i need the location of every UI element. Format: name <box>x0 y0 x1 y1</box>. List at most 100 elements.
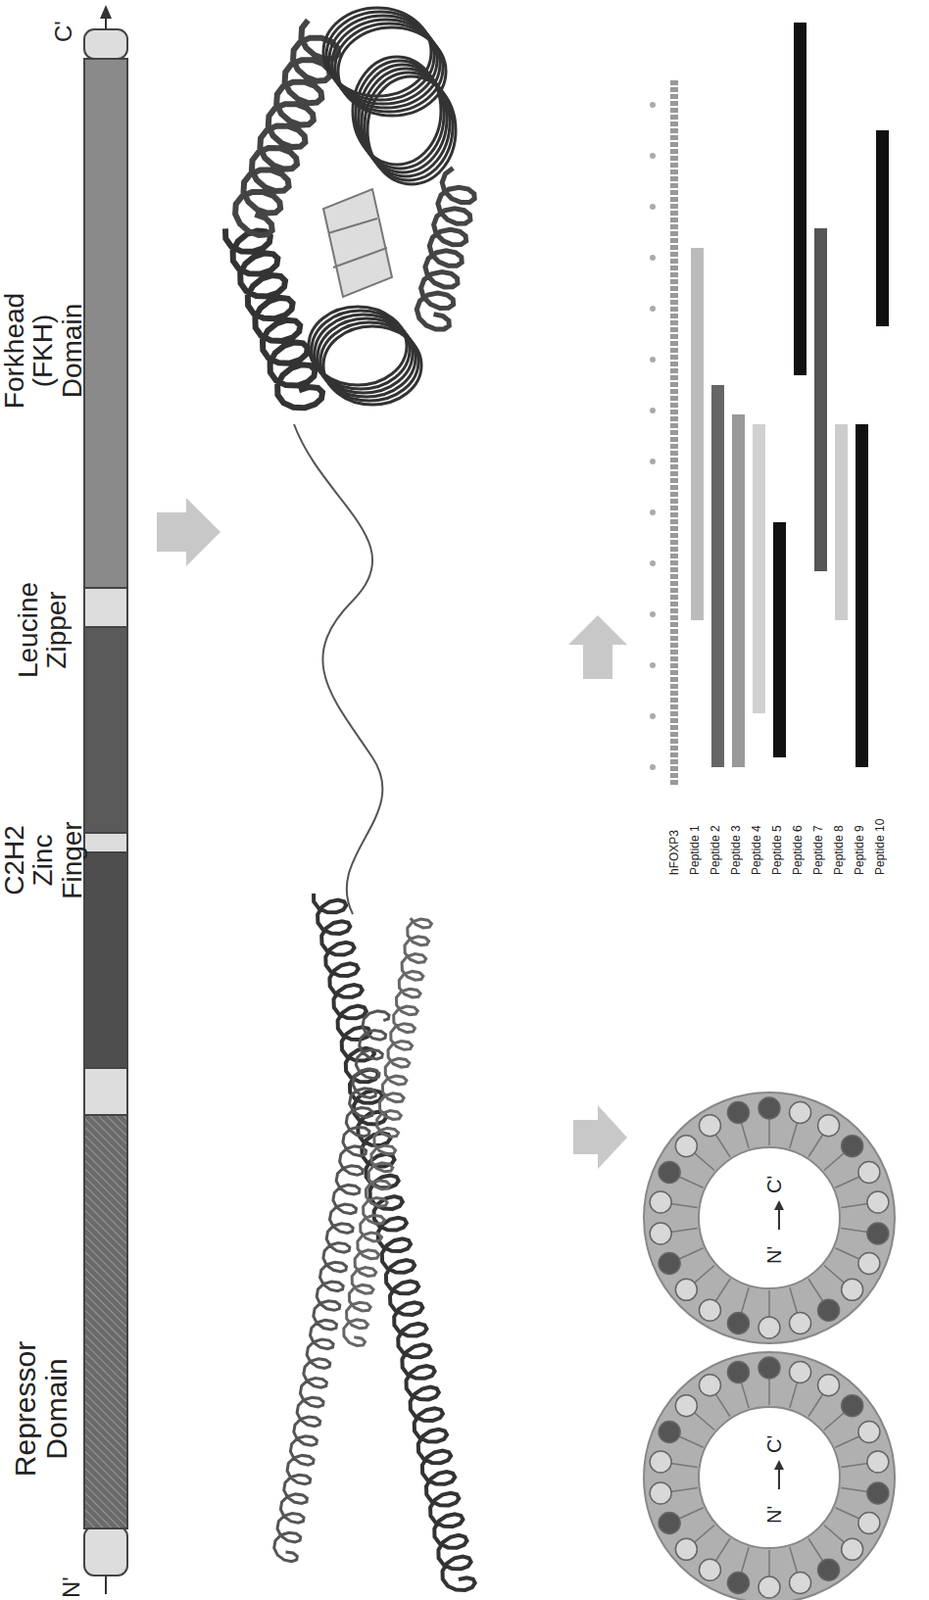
position-dot <box>649 662 656 669</box>
sequence-residue <box>670 533 679 538</box>
ligand-dot <box>841 1278 864 1301</box>
peptide-label: Peptide 5 <box>771 796 784 876</box>
sequence-residue <box>670 732 679 737</box>
position-dot <box>649 305 656 312</box>
ligand-dot <box>858 1253 881 1275</box>
nanoparticle <box>643 1092 895 1600</box>
ligand-dot <box>698 1115 721 1137</box>
sequence-residue <box>670 684 679 689</box>
peptide-label: Peptide 8 <box>832 796 846 876</box>
sequence-residue <box>670 677 679 683</box>
peptide-label: hFOXP3 <box>668 796 682 876</box>
sequence-residue <box>670 766 679 772</box>
sequence-residue <box>670 100 679 106</box>
peptide-bar <box>814 228 828 572</box>
peptide-bar <box>732 414 745 768</box>
ligand-dot <box>675 1278 697 1301</box>
sequence-residue <box>670 190 679 196</box>
domain-label: C2H2 Zinc Finger <box>0 806 87 915</box>
peptide-label: Peptide 7 <box>812 796 826 876</box>
peptide-label: Peptide 9 <box>853 796 867 876</box>
sequence-residue <box>670 615 679 621</box>
ligand-dot <box>758 1576 781 1599</box>
sequence-residue <box>670 718 679 724</box>
sequence-residue <box>670 773 679 779</box>
particle-core <box>698 1147 840 1289</box>
sequence-residue <box>670 450 679 456</box>
sequence-residue <box>670 498 679 504</box>
peptide-label: Peptide 10 <box>874 796 887 876</box>
ligand-dot <box>818 1559 840 1581</box>
sequence-residue <box>670 526 679 532</box>
sequence-residue <box>670 258 679 264</box>
sequence-residue <box>670 416 679 422</box>
sequence-residue <box>670 464 679 470</box>
sequence-residue <box>670 725 679 731</box>
helix-ring <box>308 306 407 386</box>
sequence-residue <box>670 423 679 429</box>
sequence-residue <box>670 231 679 237</box>
terminus-label: C' <box>764 1164 785 1194</box>
sequence-residue <box>670 375 679 381</box>
sequence-residue <box>670 519 679 525</box>
ligand-dot <box>727 1571 749 1594</box>
sequence-residue <box>670 162 679 168</box>
domain-label: Leucine Zipper <box>13 556 72 704</box>
sequence-residue <box>670 697 679 703</box>
sequence-residue <box>670 780 679 785</box>
peptide-bar <box>876 130 889 327</box>
terminus-label: C' <box>50 6 76 43</box>
sequence-residue <box>670 347 679 353</box>
ligand-dot <box>858 1161 881 1183</box>
sequence-residue <box>670 491 679 497</box>
peptide-bar <box>793 22 807 376</box>
sequence-residue <box>670 690 679 696</box>
peptide-bar <box>773 522 786 758</box>
sequence-residue <box>670 512 679 518</box>
sequence-residue <box>670 107 679 113</box>
position-dot <box>649 713 656 720</box>
particle-shell <box>643 1352 895 1600</box>
sequence-residue <box>670 567 679 573</box>
sequence-residue <box>670 196 679 202</box>
sequence-residue <box>670 711 679 717</box>
peptide-label: Peptide 4 <box>750 796 764 876</box>
sequence-residue <box>670 313 679 319</box>
position-dot <box>649 611 656 618</box>
ligand-dot <box>758 1097 781 1120</box>
ligand-dot <box>867 1482 889 1505</box>
sequence-residue <box>670 389 679 394</box>
sequence-residue <box>670 738 679 744</box>
alpha-helix <box>343 918 433 1347</box>
sequence-residue <box>670 574 679 580</box>
position-dot <box>649 560 656 567</box>
sequence-residue <box>670 663 679 669</box>
sequence-residue <box>670 217 679 223</box>
sequence-residue <box>670 649 679 655</box>
sequence-residue <box>670 505 679 511</box>
ligand-dot <box>727 1102 749 1125</box>
helix-ring <box>323 7 432 97</box>
linker-loop <box>293 424 383 915</box>
sequence-residue <box>670 327 679 333</box>
domain-bar <box>84 4 128 1595</box>
position-dot <box>649 254 656 261</box>
sequence-residue <box>670 169 679 175</box>
sequence-residue <box>670 320 679 326</box>
sequence-residue <box>670 87 679 93</box>
sequence-residue <box>670 656 679 662</box>
peptide-bar <box>711 385 725 768</box>
sequence-residue <box>670 341 679 346</box>
sequence-residue <box>670 670 679 676</box>
sequence-residue <box>670 203 679 209</box>
ligand-dot <box>818 1299 840 1321</box>
sequence-residue <box>670 629 679 635</box>
sequence-residue <box>670 244 679 250</box>
sequence-residue <box>670 485 679 490</box>
ligand-dot <box>758 1317 781 1339</box>
sequence-residue <box>670 478 679 484</box>
ligand-dot <box>841 1538 864 1561</box>
peptide-bar <box>690 247 704 621</box>
